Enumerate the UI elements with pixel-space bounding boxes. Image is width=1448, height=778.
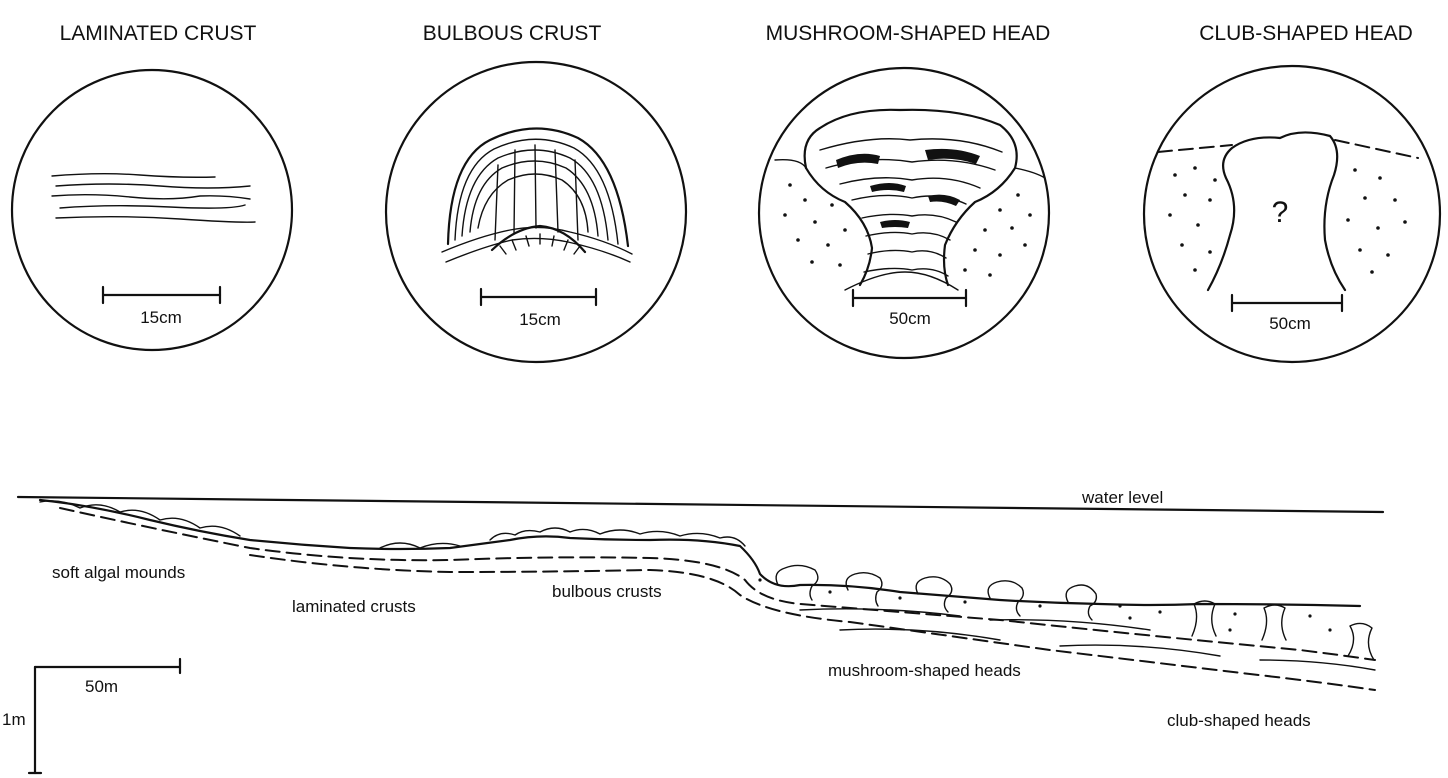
scale-label: 50cm: [889, 309, 931, 328]
club-heads: [1192, 601, 1374, 660]
label-laminated-crusts: laminated crusts: [292, 597, 416, 616]
scale-bar: [481, 289, 596, 305]
panel-laminated-crust: 15cm: [12, 70, 292, 350]
water-level-line: [18, 497, 1383, 512]
label-bulbous-crusts: bulbous crusts: [552, 582, 662, 601]
panel-title-bulbous-crust: BULBOUS CRUST: [423, 22, 602, 45]
panel-title-club-shaped-head: CLUB-SHAPED HEAD: [1199, 22, 1413, 45]
reef-surface: [40, 500, 1360, 606]
mushroom-head-drawing: [775, 110, 1045, 290]
scale-bar-horizontal: [35, 659, 180, 673]
label-mushroom-shaped-heads: mushroom-shaped heads: [828, 661, 1021, 680]
laminations: [52, 174, 255, 222]
panel-bulbous-crust: 15cm: [386, 62, 686, 362]
panel-mushroom-shaped-head: 50cm: [759, 68, 1049, 358]
label-club-shaped-heads: club-shaped heads: [1167, 711, 1311, 730]
unknown-structure-mark: ?: [1272, 196, 1289, 229]
bulbous-crust-drawing: [442, 128, 632, 262]
scale-bar: [103, 287, 220, 303]
cross-section-profile: water level: [2, 488, 1383, 773]
scale-label: 50cm: [1269, 314, 1311, 333]
scale-label-horizontal: 50m: [85, 677, 118, 696]
scale-bar: [853, 290, 966, 306]
label-soft-algal-mounds: soft algal mounds: [52, 563, 185, 582]
scale-bar-vertical: [29, 667, 41, 773]
panel-club-shaped-head: ? 50cm: [1144, 66, 1440, 362]
water-level-label: water level: [1081, 488, 1163, 507]
panel-title-laminated-crust: LAMINATED CRUST: [60, 22, 257, 45]
scale-label: 15cm: [140, 308, 182, 327]
scale-label: 15cm: [519, 310, 561, 329]
mushroom-heads: [776, 565, 1096, 620]
scale-label-vertical: 1m: [2, 710, 26, 729]
scale-bar: [1232, 295, 1342, 311]
panel-title-mushroom-shaped-head: MUSHROOM-SHAPED HEAD: [766, 22, 1051, 45]
